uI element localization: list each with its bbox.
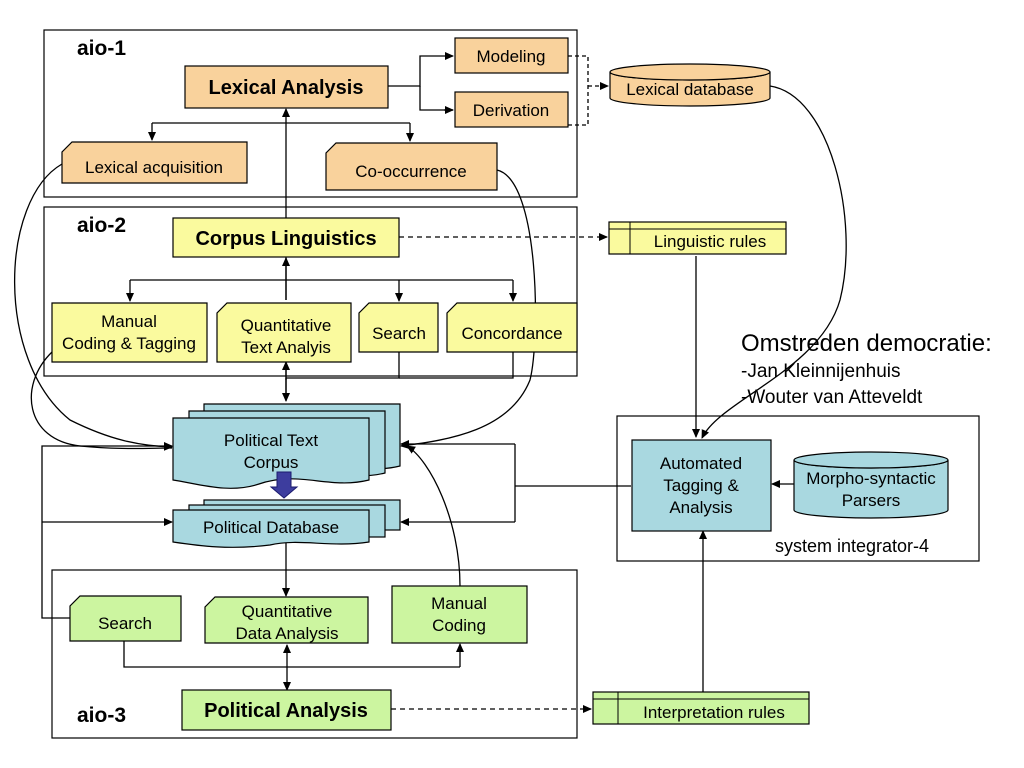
node-manual-coding-tagging: Manual Coding & Tagging [51, 302, 208, 363]
automated-tagging-line1: Automated [660, 454, 742, 473]
side-note-author-2: -Wouter van Atteveldt [741, 387, 923, 408]
manual-coding-tagging-line1: Manual [101, 312, 157, 331]
node-political-text-corpus: Political Text Corpus [172, 403, 401, 489]
quantitative-data-analysis-line1: Quantitative [242, 602, 333, 621]
aio3-frame [51, 569, 578, 739]
quantitative-text-analysis-line1: Quantitative [241, 316, 332, 335]
si4-frame [616, 415, 980, 562]
node-search-aio2: Search [358, 302, 439, 353]
node-political-database: Political Database [172, 499, 401, 548]
lexical-analysis-label: Lexical Analysis [209, 77, 364, 99]
political-database-label: Political Database [203, 518, 339, 537]
node-linguistic-rules: Linguistic rules [608, 221, 787, 255]
search-aio3-label: Search [98, 614, 152, 633]
co-occurrence-label: Co-occurrence [355, 162, 467, 181]
node-manual-coding: Manual Coding [391, 585, 528, 644]
aio2-label: aio-2 [77, 214, 126, 237]
concordance-label: Concordance [461, 324, 562, 343]
node-quantitative-text-analysis: Quantitative Text Analyis [216, 302, 352, 363]
morpho-parsers-line2: Parsers [842, 491, 901, 510]
side-note-title: Omstreden democratie: [741, 330, 992, 357]
political-text-corpus-line1: Political Text [224, 431, 318, 450]
lexical-acquisition-label: Lexical acquisition [85, 158, 223, 177]
node-lexical-acquisition: Lexical acquisition [61, 141, 248, 184]
node-political-analysis: Political Analysis [181, 689, 392, 731]
side-note-author-1: -Jan Kleinnijenhuis [741, 361, 901, 382]
morpho-parsers-line1: Morpho-syntactic [806, 469, 936, 488]
transfer-arrow [269, 471, 299, 499]
node-quantitative-data-analysis: Quantitative Data Analysis [204, 596, 369, 644]
automated-tagging-line2: Tagging & [663, 476, 739, 495]
aio1-label: aio-1 [77, 37, 126, 60]
node-concordance: Concordance [446, 302, 578, 353]
connectors [14, 52, 847, 713]
si4-label: system integrator-4 [775, 536, 929, 556]
node-interpretation-rules: Interpretation rules [592, 691, 810, 725]
aio3-label: aio-3 [77, 704, 126, 727]
interpretation-rules-label: Interpretation rules [643, 703, 785, 722]
node-corpus-linguistics: Corpus Linguistics [172, 217, 400, 258]
lexical-database-label: Lexical database [626, 80, 754, 99]
political-analysis-label: Political Analysis [204, 700, 368, 722]
node-modeling: Modeling [454, 37, 569, 74]
aio1-frame [43, 29, 578, 198]
manual-coding-line1: Manual [431, 594, 487, 613]
node-lexical-database: Lexical database [609, 63, 771, 107]
manual-coding-line2: Coding [432, 616, 486, 635]
modeling-label: Modeling [477, 47, 546, 66]
manual-coding-tagging-line2: Coding & Tagging [62, 334, 196, 353]
derivation-label: Derivation [473, 101, 550, 120]
aio2-frame [43, 206, 578, 377]
node-automated-tagging: Automated Tagging & Analysis [631, 439, 772, 532]
node-co-occurrence: Co-occurrence [325, 142, 498, 191]
quantitative-text-analysis-line2: Text Analyis [241, 338, 331, 357]
node-lexical-analysis: Lexical Analysis [184, 65, 389, 109]
node-derivation: Derivation [454, 91, 569, 128]
search-aio2-label: Search [372, 324, 426, 343]
corpus-linguistics-label: Corpus Linguistics [195, 228, 376, 250]
quantitative-data-analysis-line2: Data Analysis [236, 624, 339, 643]
political-text-corpus-line2: Corpus [244, 453, 299, 472]
node-search-aio3: Search [69, 595, 182, 642]
linguistic-rules-label: Linguistic rules [654, 232, 766, 251]
automated-tagging-line3: Analysis [669, 498, 732, 517]
node-morpho-parsers: Morpho-syntactic Parsers [793, 451, 949, 519]
